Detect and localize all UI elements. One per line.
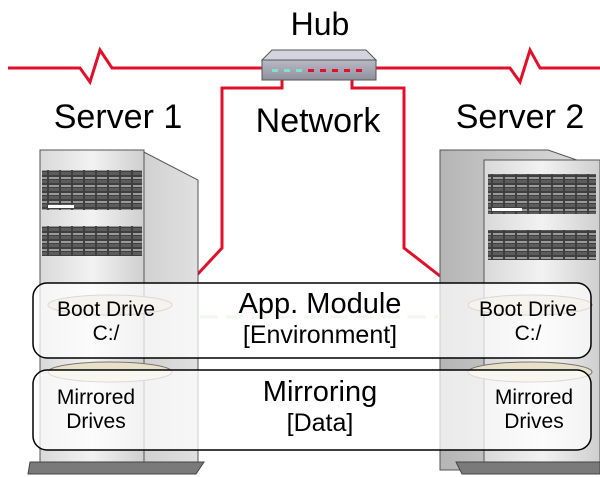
boot-drive-path: C:/ bbox=[92, 322, 120, 346]
cable-to-server-1 bbox=[194, 78, 284, 278]
mirroring-subtitle: [Data] bbox=[286, 409, 354, 438]
server-1-label: Server 1 bbox=[53, 98, 183, 136]
server-2-label: Server 2 bbox=[455, 98, 585, 136]
drives-label: Drives bbox=[504, 410, 564, 434]
boot-drive-path: C:/ bbox=[514, 322, 542, 346]
server-1-mirrored-drives: Mirrored Drives bbox=[40, 386, 152, 434]
hub-port-leds bbox=[272, 69, 362, 72]
backbone-right-line bbox=[372, 46, 600, 86]
drives-label: Drives bbox=[66, 410, 126, 434]
network-label: Network bbox=[255, 102, 381, 140]
server-2-boot-drive: Boot Drive C:/ bbox=[462, 298, 594, 346]
app-module-title: App. Module bbox=[238, 288, 402, 320]
hub-label: Hub bbox=[290, 6, 350, 42]
cable-to-server-2 bbox=[350, 78, 441, 278]
mirroring-title: Mirroring bbox=[262, 376, 378, 408]
mirrored-label: Mirrored bbox=[494, 386, 574, 409]
mirrored-label: Mirrored bbox=[56, 386, 136, 409]
boot-drive-label: Boot Drive bbox=[478, 298, 578, 321]
server-2-mirrored-drives: Mirrored Drives bbox=[478, 386, 590, 434]
network-backbone bbox=[8, 46, 600, 86]
app-module-subtitle: [Environment] bbox=[242, 321, 398, 350]
boot-drive-label: Boot Drive bbox=[56, 298, 156, 321]
app-module-box bbox=[32, 282, 592, 359]
mirroring-box bbox=[32, 369, 592, 451]
mirroring-text: Mirroring [Data] bbox=[200, 376, 440, 438]
network-cables bbox=[194, 78, 441, 278]
backbone-left-line bbox=[8, 46, 262, 86]
hub-device bbox=[260, 49, 378, 81]
app-module-text: App. Module [Environment] bbox=[200, 288, 440, 350]
server-1-boot-drive: Boot Drive C:/ bbox=[40, 298, 172, 346]
